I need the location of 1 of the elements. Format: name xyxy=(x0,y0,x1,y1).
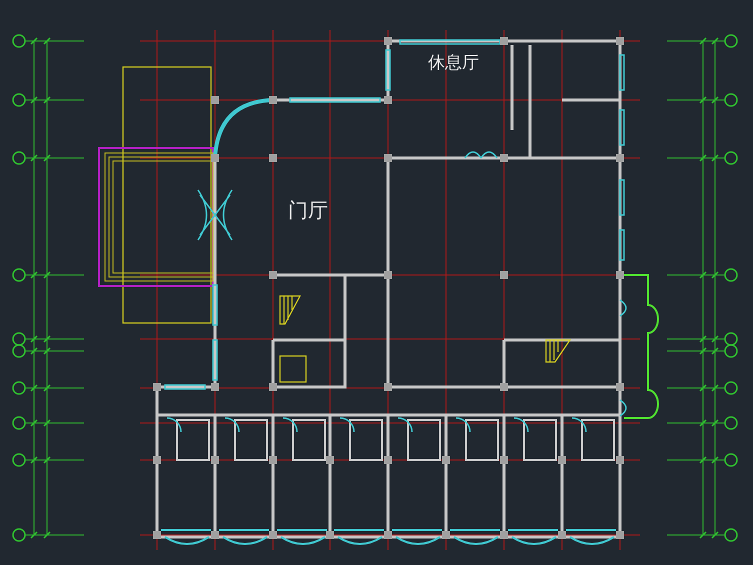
room-name: 门厅 xyxy=(288,200,328,220)
